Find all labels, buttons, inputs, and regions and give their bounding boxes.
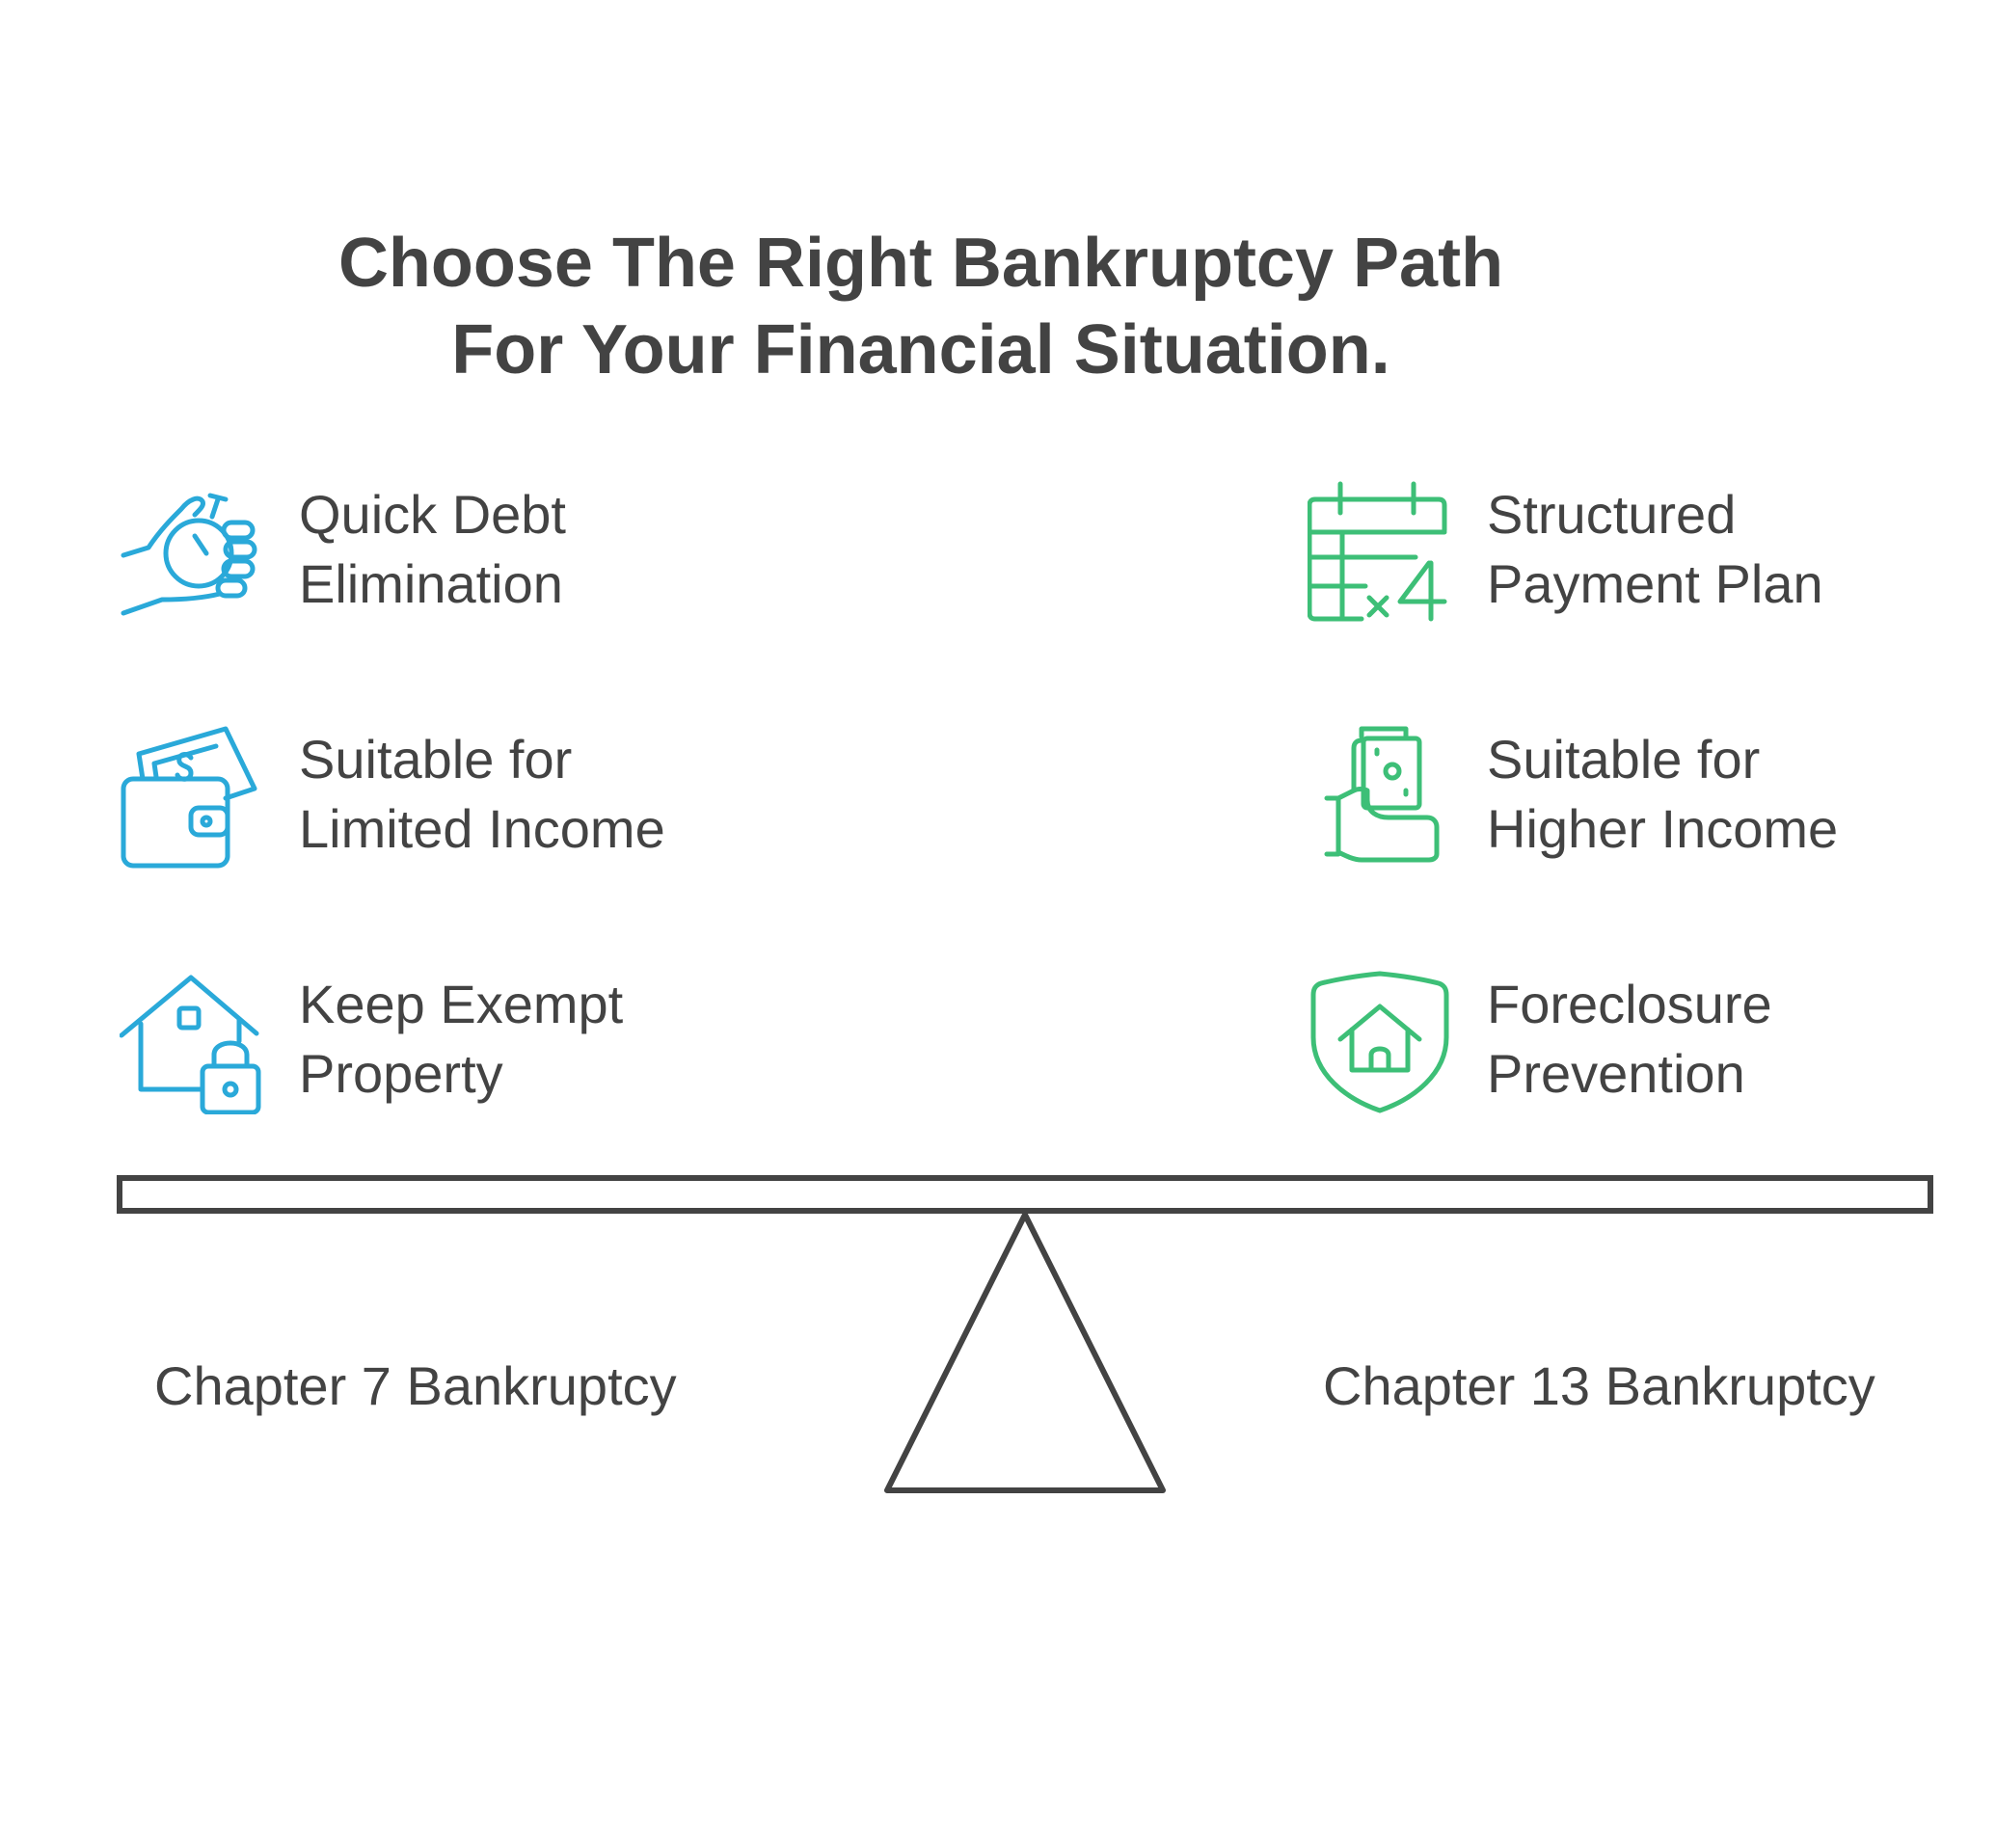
left-item-label: Suitable for Limited Income <box>299 725 665 864</box>
right-item-label: Suitable for Higher Income <box>1487 725 1838 864</box>
left-item-label: Keep Exempt Property <box>299 970 623 1109</box>
seesaw-beam <box>117 1175 1933 1214</box>
hand-holding-cash-icon <box>1308 725 1452 870</box>
right-item-label-line-2: Higher Income <box>1487 798 1839 859</box>
seesaw-fulcrum <box>884 1212 1166 1493</box>
left-item-label-line-2: Elimination <box>299 553 563 614</box>
right-item-label-line-2: Prevention <box>1487 1043 1745 1104</box>
house-with-lock-icon <box>120 970 264 1114</box>
right-item-label: Foreclosure Prevention <box>1487 970 1772 1109</box>
left-item-label-line-1: Keep Exempt <box>299 974 624 1034</box>
left-item-label-line-2: Property <box>299 1043 503 1104</box>
calendar-times-four-icon <box>1308 480 1452 625</box>
wallet-with-cash-icon <box>120 725 264 870</box>
left-item-label-line-2: Limited Income <box>299 798 665 859</box>
right-item-label-line-1: Structured <box>1487 484 1737 545</box>
title-line-2: For Your Financial Situation. <box>451 311 1390 388</box>
right-item-label-line-2: Payment Plan <box>1487 553 1823 614</box>
left-item-label: Quick Debt Elimination <box>299 480 566 619</box>
title-line-1: Choose The Right Bankruptcy Path <box>337 225 1504 302</box>
left-item-label-line-1: Suitable for <box>299 729 573 790</box>
page-title: Choose The Right Bankruptcy Path For You… <box>0 220 1842 393</box>
right-item-label-line-1: Suitable for <box>1487 729 1761 790</box>
stopwatch-in-hand-icon <box>120 480 264 625</box>
chapter-7-label: Chapter 7 Bankruptcy <box>154 1355 677 1416</box>
chapter-13-label: Chapter 13 Bankruptcy <box>1323 1355 1875 1416</box>
shield-house-icon <box>1308 970 1452 1114</box>
right-item-label: Structured Payment Plan <box>1487 480 1823 619</box>
left-item-label-line-1: Quick Debt <box>299 484 566 545</box>
right-item-label-line-1: Foreclosure <box>1487 974 1772 1034</box>
